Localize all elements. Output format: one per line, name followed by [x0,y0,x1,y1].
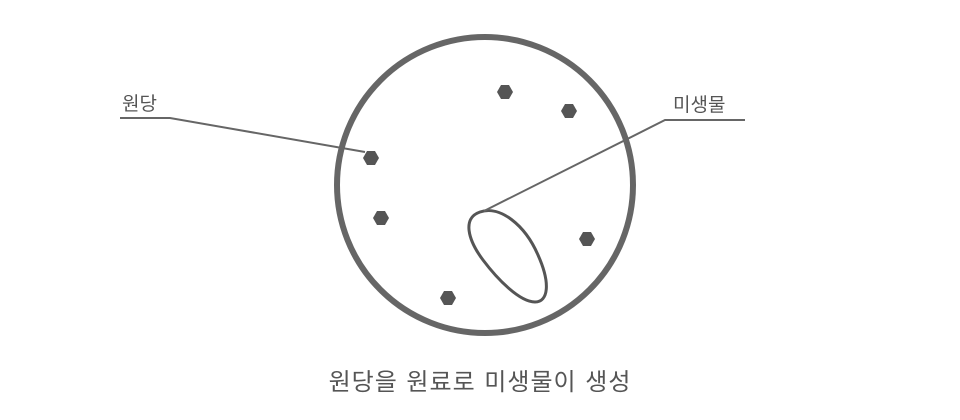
sugar-label: 원당 [122,93,157,115]
microbe-label: 미생물 [673,94,725,116]
diagram-caption: 원당을 원료로 미생물이 생성 [328,368,632,396]
microbe-shape [467,209,548,304]
sugar-leader-line [120,117,366,153]
sugar-particle [579,232,595,246]
sugar-particle [561,104,577,118]
sugar-particle [497,85,513,99]
sugar-particles [363,85,595,305]
sugar-particle [440,291,456,305]
vessel-circle [334,34,636,336]
sugar-particle [363,151,379,165]
microbe-leader-line [483,119,745,212]
sugar-particle [373,211,389,225]
